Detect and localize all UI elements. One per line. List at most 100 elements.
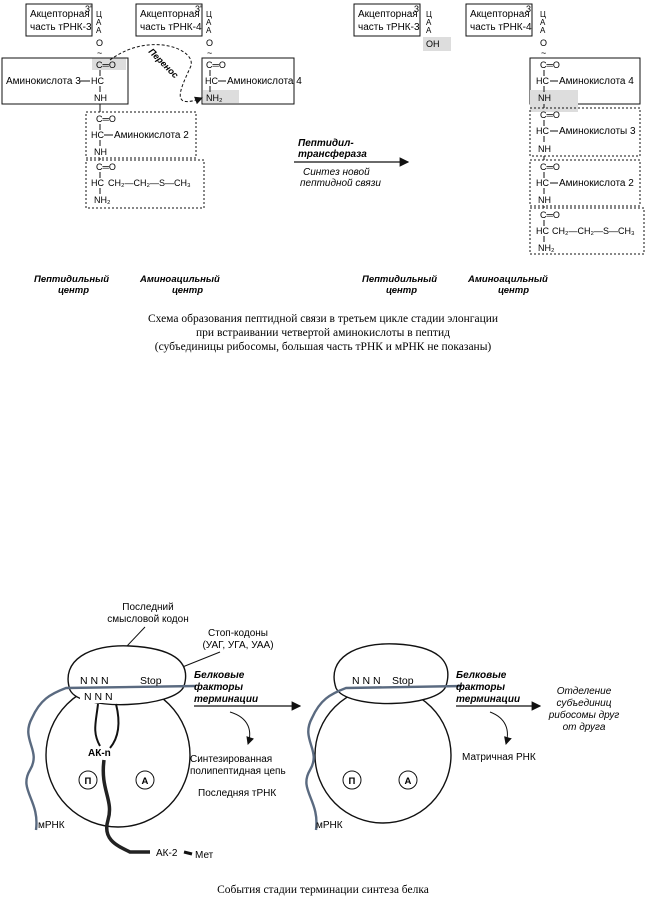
aminoacyl-center-label: Аминоацильный <box>467 274 548 285</box>
nucleotide: Ц <box>206 10 212 19</box>
svg-text:~: ~ <box>97 48 102 58</box>
nucleotide: Ц <box>96 10 102 19</box>
carbonyl: C═O <box>540 60 560 70</box>
aa4-box-right <box>529 57 641 105</box>
carbonyl: C═O <box>96 162 116 172</box>
transfer-arrow <box>109 44 203 105</box>
carbonyl: C═O <box>96 60 116 70</box>
nucleotide: А <box>206 26 212 35</box>
met-label: Мет <box>195 850 214 861</box>
a-site-label: А <box>405 776 412 787</box>
aa3-label-right: Аминокислоты 3 <box>559 126 636 137</box>
alpha-carbon: HC <box>91 178 104 188</box>
acceptor-box-trna4 <box>135 3 203 37</box>
ak2-label: АК-2 <box>156 848 178 859</box>
nucleotide: Ц <box>426 10 432 19</box>
hydroxyl: OH <box>426 39 440 49</box>
stop-codon: Stop <box>140 675 162 687</box>
aa2-label: Аминокислота 2 <box>114 130 189 141</box>
nucleotide: А <box>96 18 102 27</box>
nucleotide: А <box>96 26 102 35</box>
nh-group: NH <box>538 195 551 205</box>
acceptor-box-trna4-peptidyl <box>465 3 533 37</box>
met-side-chain: CH₂—CH₂—S—CH₃ <box>108 178 191 188</box>
svg-text:~: ~ <box>541 48 546 58</box>
p-site-2 <box>342 770 362 790</box>
aa4-label: Аминокислота 4 <box>227 76 302 87</box>
met-box <box>85 159 205 209</box>
alpha-carbon: HC <box>536 76 549 86</box>
peptidyl-center-label: Пептидильный <box>362 274 437 285</box>
aa3-box <box>1 57 129 105</box>
ribosome-large-subunit-2 <box>314 686 452 824</box>
prime-mark: 3' <box>85 4 92 14</box>
peptidyl-center-label: Пептидильный <box>34 274 109 285</box>
mrna-strand <box>25 684 197 831</box>
codon-nnn: N N N <box>80 675 109 687</box>
elongation-caption: Схема образования пептидной связи в трет… <box>148 313 498 325</box>
release-arrow <box>229 711 255 745</box>
aa3-label: Аминокислота 3 <box>6 76 81 87</box>
alpha-carbon: HC <box>536 126 549 136</box>
acceptor-box-trna3 <box>25 3 93 37</box>
ribosome-small-subunit-2 <box>333 643 449 705</box>
carbonyl: C═O <box>206 60 226 70</box>
mrna-label: мРНК <box>316 820 343 831</box>
mrna-label: мРНК <box>38 820 65 831</box>
nh2-group: NH₂ <box>538 243 555 253</box>
anticodon-nnn: N N N <box>84 691 113 703</box>
p-site-label: П <box>85 776 92 787</box>
aminoacyl-center-label: Аминоацильный <box>139 274 220 285</box>
oxygen: O <box>540 38 547 48</box>
transfer-label: Перенос <box>147 46 181 80</box>
prime-mark: 3' <box>414 4 421 14</box>
stop-codon: Stop <box>392 675 414 687</box>
stop-codons-label: Стоп-кодоны <box>208 628 268 639</box>
separation-label: от друга <box>563 722 606 733</box>
a-site-2 <box>398 770 418 790</box>
elongation-scheme: Акцепторная часть тРНК-3 3' Ц А А O ~ Ак… <box>1 3 645 353</box>
nh2-group: NH₂ <box>206 93 223 103</box>
synthesis-label: Синтез новой <box>303 167 370 178</box>
acceptor-label-trna3: часть тРНК-3 <box>30 22 92 33</box>
carbonyl: C═O <box>540 162 560 172</box>
enzyme-label: Пептидил- <box>298 138 354 149</box>
nh-group: NH <box>94 93 107 103</box>
carbonyl: C═O <box>96 114 116 124</box>
termination-factors-label: терминации <box>456 694 520 705</box>
alpha-carbon: HC <box>536 178 549 188</box>
prime-mark: 3' <box>195 4 202 14</box>
alpha-carbon: HC <box>91 76 104 86</box>
acceptor-label: Акцепторная <box>140 9 200 20</box>
a-site-label: А <box>142 776 149 787</box>
separation-label: субъединиц <box>557 697 612 709</box>
synthesis-label: пептидной связи <box>300 178 381 189</box>
nh-group: NH <box>94 147 107 157</box>
mrna-strand-2 <box>305 684 463 831</box>
elongation-caption: (субъединицы рибосомы, большая часть тРН… <box>155 341 492 353</box>
matrix-rna-label: Матричная РНК <box>462 752 536 763</box>
aa4-box <box>201 57 295 105</box>
nh2-group: NH₂ <box>94 195 111 205</box>
separation-label: Отделение <box>557 686 612 697</box>
termination-factors-label: Белковые <box>194 670 245 681</box>
aminoacyl-center-label: центр <box>498 285 529 296</box>
aa4-label: Аминокислота 4 <box>559 76 634 87</box>
alpha-carbon: HC <box>91 130 104 140</box>
peptidyl-center-label: центр <box>386 285 417 296</box>
nucleotide: Ц <box>540 10 546 19</box>
aminoacyl-center-label: центр <box>172 285 203 296</box>
acceptor-label-trna3: часть тРНК-3 <box>358 22 420 33</box>
separation-label: рибосомы друг <box>548 709 620 721</box>
last-codon-label: смысловой кодон <box>107 614 188 625</box>
termination-scheme: Последний смысловой кодон Стоп-кодоны (У… <box>25 602 620 896</box>
nucleotide: А <box>426 26 432 35</box>
aa2-label: Аминокислота 2 <box>559 178 634 189</box>
oxygen: O <box>96 38 103 48</box>
acceptor-label: Акцепторная <box>470 9 530 20</box>
acceptor-label: Акцепторная <box>30 9 90 20</box>
ak-n-label: АК-n <box>88 748 111 759</box>
prime-mark: 3' <box>526 4 533 14</box>
nucleotide: А <box>540 18 546 27</box>
